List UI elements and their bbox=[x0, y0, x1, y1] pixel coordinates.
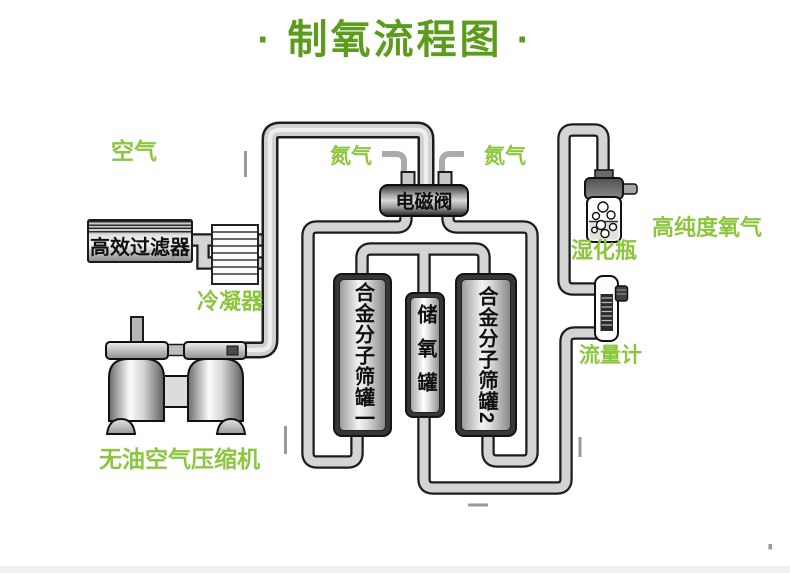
humidifier-label: 湿化瓶 bbox=[571, 238, 638, 263]
compressor bbox=[105, 316, 247, 435]
tick-marks bbox=[244, 151, 772, 550]
solenoid-valve-label: 电磁阀 bbox=[395, 192, 453, 213]
flow-meter-label: 流量计 bbox=[579, 344, 642, 367]
flow-scale bbox=[600, 294, 613, 331]
high-purity-oxygen-label: 高纯度氧气 bbox=[652, 215, 763, 240]
nitrogen-right-label: 氮气 bbox=[484, 145, 526, 168]
hepa-filter: 高效过滤器 bbox=[87, 219, 193, 263]
condenser-label: 冷凝器 bbox=[197, 289, 264, 314]
condenser-fin-pack bbox=[211, 224, 259, 285]
valve-to-tank1-pipe bbox=[301, 210, 413, 469]
solenoid-valve: 电磁阀 bbox=[379, 184, 469, 217]
flowmeter-to-humidifier-pipe bbox=[557, 123, 610, 296]
sieve-tank-1-label: 合金分子筛罐一 bbox=[351, 281, 374, 429]
supply-pipe bbox=[238, 121, 435, 359]
page-title: · 制氧流程图 · bbox=[257, 18, 533, 62]
valve-to-tank2-pipe bbox=[441, 210, 539, 468]
sieve-tank-2-label: 合金分子筛罐2 bbox=[475, 285, 497, 425]
compressor-label: 无油空气压缩机 bbox=[99, 446, 260, 472]
compressor-stem bbox=[130, 316, 144, 346]
sieve-tank-1: 合金分子筛罐一 bbox=[333, 273, 392, 437]
filter-stripes bbox=[89, 221, 191, 234]
nitrogen-vent-elbows bbox=[382, 151, 464, 171]
storage-to-flowmeter-pipe bbox=[417, 326, 602, 495]
bubbles bbox=[591, 201, 618, 239]
hepa-filter-label: 高效过滤器 bbox=[90, 237, 190, 259]
bottom-edge-strip bbox=[0, 566, 790, 573]
nitrogen-left-label: 氮气 bbox=[330, 145, 372, 168]
humidifier-bottle bbox=[584, 169, 638, 243]
air-label: 空气 bbox=[111, 138, 157, 164]
flow-meter bbox=[594, 275, 629, 342]
oxygen-storage-tank: 储氧罐 bbox=[405, 292, 445, 418]
manifold-pipe bbox=[355, 242, 491, 300]
sieve-tank-2: 合金分子筛罐2 bbox=[455, 273, 517, 437]
oxygen-storage-tank-label: 储氧罐 bbox=[414, 304, 436, 406]
